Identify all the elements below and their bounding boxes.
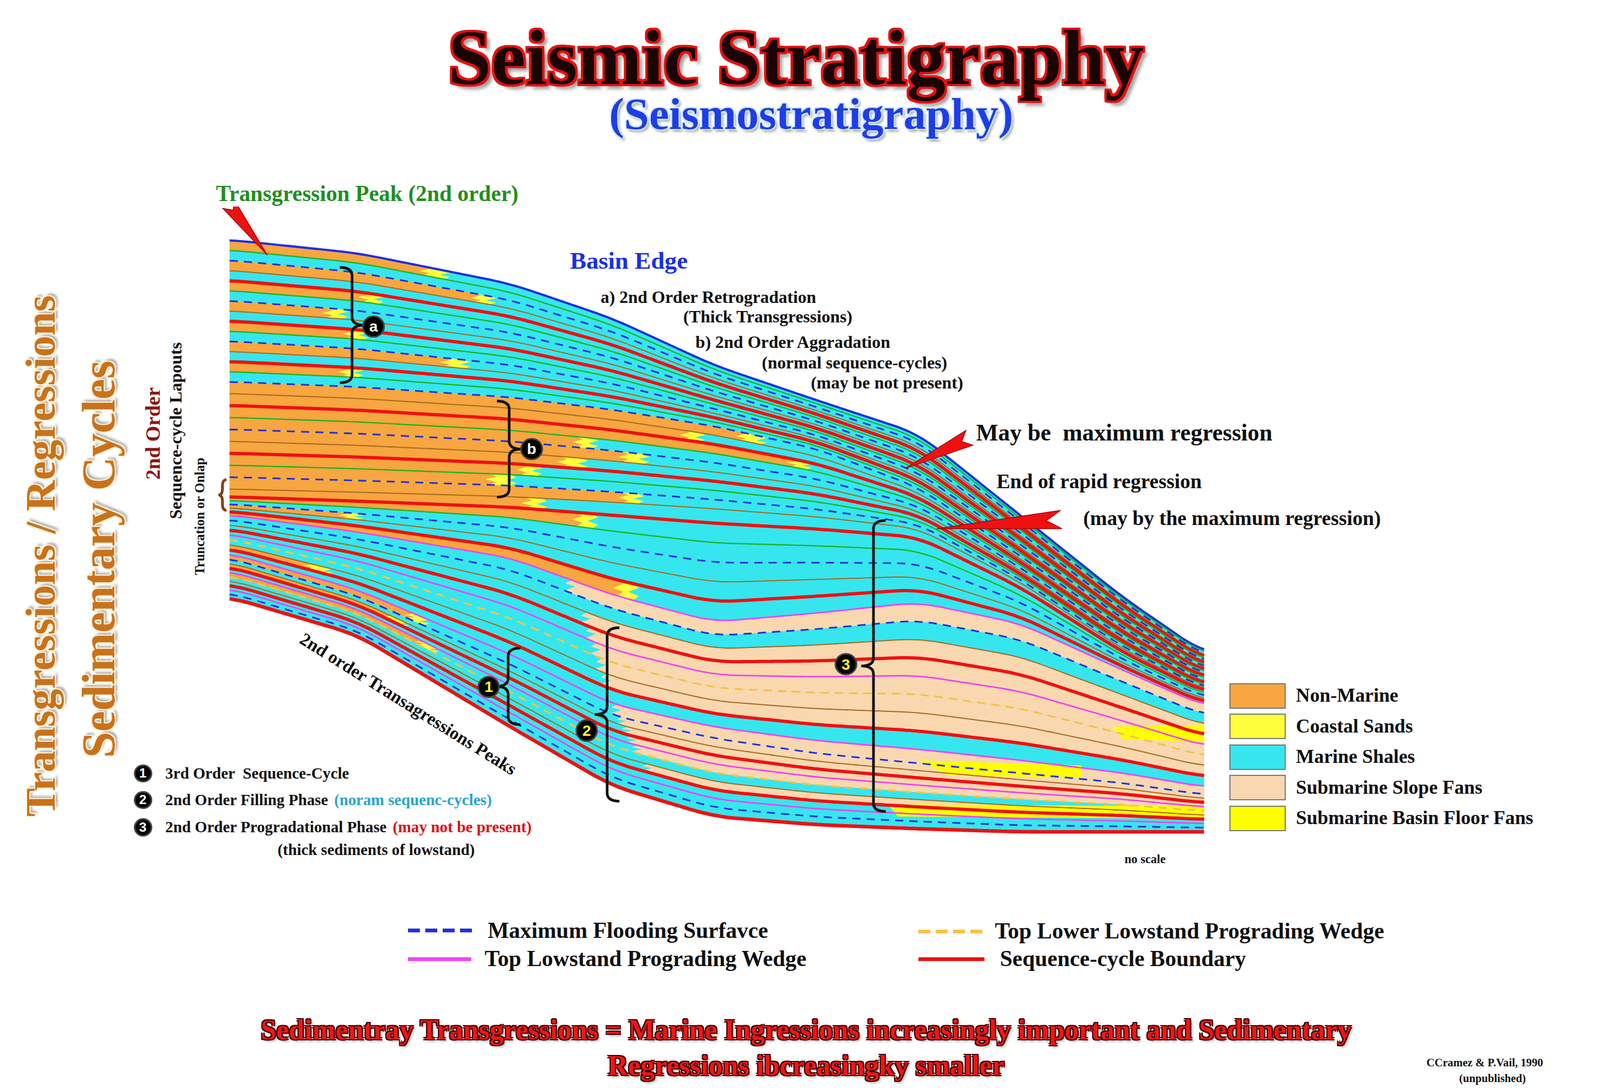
annotation: Transgression Peak (2nd order) (214, 180, 521, 207)
stratal-surface (229, 577, 1205, 811)
credit: CCramez & P.Vail, 1990 (1426, 1056, 1544, 1070)
callout-number: 1 (133, 764, 153, 783)
legend-swatch (1229, 805, 1286, 832)
annotation: (normal sequence-cycles) (760, 352, 949, 373)
annotation: (may be not present) (808, 372, 965, 393)
stratal-surface (229, 290, 1205, 658)
legend-line-sample (407, 923, 475, 938)
callout-number: 3 (133, 818, 153, 837)
stratal-surface (229, 572, 1205, 807)
credit: (unpublished) (1459, 1072, 1526, 1086)
legend-swatch (1229, 713, 1286, 740)
strata-fill (229, 240, 1205, 832)
legend-text: Top Lowstand Prograding Wedge (484, 946, 807, 973)
axis-label: Sequence-cycle Lapouts (165, 342, 186, 520)
strata-lines (229, 240, 1205, 832)
annotation: Basin Edge (568, 247, 690, 276)
key-text: 2nd Order Filling Phase (165, 791, 328, 810)
caption: Sedimentray Transgressions = Marine Ingr… (221, 1012, 1392, 1084)
callout-number: 2 (575, 719, 598, 742)
bracket (860, 520, 886, 812)
side-title: Sedimentary Cycles (72, 360, 127, 759)
annotation: May be maximum regression (974, 419, 1275, 447)
stratal-surface (229, 508, 1205, 698)
legend-line (407, 928, 475, 933)
stratal-surface (229, 564, 1205, 799)
legend-text: Submarine Basin Floor Fans (1296, 807, 1534, 830)
axis-label: Truncation or Onlap (192, 457, 208, 575)
note: no scale (1124, 852, 1166, 867)
side-title: Transgressions / Regressions (16, 295, 66, 817)
key-text: (may not be present) (392, 818, 532, 838)
callout-letter: b (520, 437, 543, 461)
stratal-surface (229, 594, 1205, 828)
legend-line (407, 957, 472, 962)
stratal-surface (229, 559, 1205, 794)
stratal-surface (229, 371, 1205, 671)
legend-text: Top Lower Lowstand Prograding Wedge (994, 918, 1384, 945)
annotation: 2nd order Transagressions Peaks (295, 628, 521, 780)
key-text: 3rd Order Sequence-Cycle (165, 764, 349, 783)
stratal-surface (229, 554, 1205, 786)
axis-label: 2nd Order (141, 387, 165, 481)
key-text: (noram sequenc-cycles) (334, 791, 492, 810)
legend-text: Submarine Slope Fans (1296, 776, 1483, 799)
legend-text: Maximum Flooding Surfavce (487, 917, 768, 944)
legend-swatch (1229, 683, 1286, 709)
subtitle: (Seismostratigraphy) (609, 88, 1014, 140)
stratal-surface (229, 598, 1205, 832)
legend-line-sample (407, 951, 472, 967)
annotation: a) 2nd Order Retrogradation (599, 287, 819, 308)
basin-floor-fan (918, 760, 1082, 778)
legend-swatch (1229, 744, 1286, 770)
legend-text: Non-Marine (1296, 684, 1399, 708)
stratal-surface (229, 545, 1205, 766)
key-text: (thick sediments of lowstand) (277, 840, 475, 860)
legend-text: Marine Shales (1296, 746, 1416, 769)
legend-line-sample (918, 924, 985, 939)
stratal-surface (229, 585, 1205, 820)
stratal-surface (229, 568, 1205, 803)
coastal-sand (229, 301, 348, 320)
stratal-surface (229, 549, 1205, 776)
bracket (496, 400, 522, 497)
legend-line (918, 929, 985, 934)
pointer-arrow (222, 199, 268, 256)
drawing-part (222, 199, 1062, 529)
pointer-arrow (936, 510, 1062, 529)
key-text: 2nd Order Progradational Phase (165, 818, 387, 838)
pointer-arrow (904, 430, 973, 469)
annotation: End of rapid regression (994, 469, 1204, 494)
non-marine-deposit (229, 260, 481, 302)
callout-number: 2 (133, 791, 153, 810)
marine-shale-body (229, 240, 1205, 832)
legend-line-sample (918, 951, 985, 967)
callout-number: 3 (834, 652, 857, 676)
non-marine-deposit (229, 301, 333, 319)
legend-line (918, 957, 985, 962)
callout-letter: a (362, 315, 385, 338)
bracket (594, 627, 620, 801)
callout-number: 1 (477, 675, 500, 698)
stratal-surface (229, 581, 1205, 815)
legend-text: Sequence-cycle Boundary (1000, 946, 1247, 973)
legend-swatch (1229, 774, 1286, 801)
legend-text: Coastal Sands (1296, 715, 1414, 738)
basin-floor-fan (1112, 724, 1204, 742)
bracket (339, 267, 365, 384)
stratal-surface (229, 590, 1205, 824)
annotation: (may by the maximum regression) (1081, 506, 1383, 530)
annotation: b) 2nd Order Aggradation (694, 331, 892, 352)
annotation: (Thick Transgressions) (681, 306, 854, 327)
bracket (218, 479, 227, 511)
